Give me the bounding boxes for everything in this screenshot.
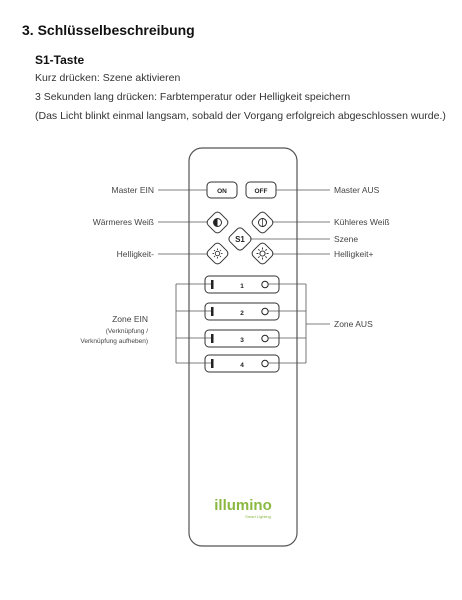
brand-tagline: Smart Lighting [245,514,271,519]
s1-label: S1 [235,235,245,244]
callout-zone-on-note-2: Verknüpfung aufheben) [80,338,148,345]
on-label: ON [217,188,227,195]
zone-4-on-button[interactable] [211,359,214,368]
callout-zone-off: Zone AUS [334,319,373,329]
zone-3-number: 3 [240,337,244,344]
description-line-2: 3 Sekunden lang drücken: Farbtemperatur … [35,91,351,103]
sun-large-icon [256,247,269,260]
callout-master-on: Master EIN [111,185,154,195]
callout-zone-on: Zone EIN [112,314,148,324]
zone-1-number: 1 [240,283,244,290]
zone-row-4: 4 [204,354,280,373]
brightness-up-button[interactable] [250,241,274,265]
on-button[interactable]: ON [206,181,238,199]
zone-row-1: 1 [204,275,280,294]
zone-2-off-button[interactable] [261,307,269,316]
scene-s1-button[interactable]: S1 [227,226,252,251]
zone-1-off-button[interactable] [261,280,269,289]
zone-2-number: 2 [240,310,244,317]
zone-4-off-button[interactable] [261,359,269,368]
callout-lines [158,189,330,364]
warmer-white-button[interactable] [205,210,229,234]
zone-2-on-button[interactable] [211,307,214,316]
section-heading: 3. Schlüsselbeschreibung [22,22,195,38]
subsection-heading: S1-Taste [35,53,85,67]
description-line-1: Kurz drücken: Szene aktivieren [35,72,181,84]
callout-zone-on-note-1: (Verknüpfung / [106,328,148,335]
off-button[interactable]: OFF [245,181,277,199]
description-line-3: (Das Licht blinkt einmal langsam, sobald… [35,110,446,122]
zone-row-3: 3 [204,329,280,348]
off-label: OFF [255,188,268,195]
callout-brightness-up: Helligkeit+ [334,249,373,259]
brand-logo: illumino [214,497,272,514]
callout-warmer-white: Wärmeres Weiß [93,217,154,227]
callout-brightness-down: Helligkeit- [117,249,154,259]
zone-3-off-button[interactable] [261,334,269,343]
zone-row-2: 2 [204,302,280,321]
callout-master-off: Master AUS [334,185,380,195]
brightness-down-button[interactable] [205,241,229,265]
zone-4-number: 4 [240,362,244,369]
zone-3-on-button[interactable] [211,334,214,343]
cooler-white-button[interactable] [250,210,274,234]
callout-cooler-white: Kühleres Weiß [334,217,390,227]
sun-small-icon [212,248,223,259]
zone-1-on-button[interactable] [211,280,214,289]
callout-scene: Szene [334,234,358,244]
